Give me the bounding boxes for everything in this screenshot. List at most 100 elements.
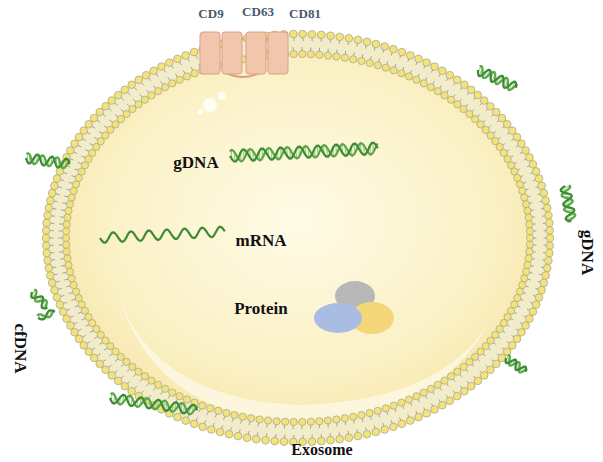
dna-helix [504, 355, 528, 375]
lipid-head [80, 127, 88, 135]
lipid-head [66, 268, 73, 275]
lipid-head [519, 281, 526, 288]
lipid-head [68, 275, 75, 282]
lipid-head [264, 417, 271, 424]
lipid-head [431, 63, 439, 71]
lipid-head [390, 45, 398, 53]
lipid-head [148, 377, 155, 384]
lipid-head [492, 108, 500, 116]
lipid-head [542, 197, 550, 205]
label: CD63 [242, 5, 274, 18]
lipid-head [121, 86, 129, 94]
lipid-head [398, 48, 406, 56]
lipid-head [503, 348, 511, 356]
lipid-head [487, 102, 495, 110]
lipid-head [363, 430, 371, 438]
strand [476, 65, 518, 92]
lipid-head [398, 70, 405, 77]
lipid-head [102, 102, 110, 110]
lipid-head [398, 420, 406, 428]
lipid-head [231, 411, 238, 418]
lipid-head [372, 40, 380, 48]
lipid-head [43, 249, 51, 257]
strand [560, 185, 576, 222]
lipid-head [522, 201, 529, 208]
lipid-head [480, 97, 488, 105]
lipid-head [354, 36, 362, 44]
label: mRNA [236, 232, 287, 249]
lipid-head [68, 194, 75, 201]
lipid-head [374, 62, 381, 69]
lipid-head [524, 262, 531, 269]
lipid-head [366, 59, 373, 66]
lipid-head [546, 227, 554, 235]
lipid-head [215, 407, 222, 414]
lipid-head [454, 101, 461, 108]
strand [37, 309, 56, 321]
lipid-head [454, 368, 461, 375]
lipid-head [248, 415, 255, 422]
lipid-head [155, 88, 162, 95]
lipid-head [503, 120, 511, 128]
lipid-head [526, 221, 533, 228]
lipid-head [176, 76, 183, 83]
lipid-head [526, 154, 534, 162]
lipid-head [308, 31, 316, 39]
lipid-head [63, 315, 71, 323]
lipid-head [243, 434, 251, 442]
lipid-head [526, 248, 533, 255]
strand [109, 393, 198, 415]
dna-helix [37, 309, 56, 321]
dna-strands [25, 65, 576, 415]
lipid-head [166, 59, 174, 67]
lipid-head [487, 366, 495, 374]
lipid-head [350, 56, 357, 63]
lipid-head [460, 106, 467, 113]
lipid-head [350, 413, 357, 420]
label: CD9 [198, 7, 223, 20]
lipid-head [75, 133, 83, 141]
lipid-head [117, 116, 124, 123]
lipid-head [129, 106, 136, 113]
lipid-head [121, 382, 129, 390]
lipid-head [324, 417, 331, 424]
strand [29, 289, 50, 310]
lipid-head [290, 50, 297, 57]
lipid-head [162, 84, 169, 91]
lipid-head [521, 194, 528, 201]
lipid-head [546, 219, 554, 227]
tetraspanins [200, 32, 288, 77]
lipid-head [63, 221, 70, 228]
lipid-head [431, 406, 439, 414]
lipid-head [498, 114, 506, 122]
lipid-head [526, 315, 534, 323]
lipid-head [415, 413, 423, 421]
lipid-head [176, 393, 183, 400]
lipid-head [461, 387, 469, 395]
lipid-head [271, 437, 279, 445]
lipid-head [529, 308, 537, 316]
lipid-head [535, 294, 543, 302]
lipid-head [492, 360, 500, 368]
lipid-head [48, 189, 56, 197]
lipid-head [65, 207, 72, 214]
lipid-head [280, 438, 288, 446]
lipid-head [80, 342, 88, 350]
lipid-tails [46, 34, 550, 442]
lipid-head [190, 48, 198, 56]
lipid-head [66, 201, 73, 208]
lipid-head [382, 405, 389, 412]
lipid-head [46, 197, 54, 205]
lipid-head [460, 363, 467, 370]
lipid-head [423, 59, 431, 67]
lipid-head [62, 234, 69, 241]
dna-helix [29, 289, 50, 310]
lipid-head [472, 353, 479, 360]
lipid-head [207, 405, 214, 412]
lipid-head [405, 73, 412, 80]
lipid-head [59, 308, 67, 316]
lipid-head [162, 385, 169, 392]
lipid-head [317, 31, 325, 39]
dna-helix [25, 153, 70, 169]
